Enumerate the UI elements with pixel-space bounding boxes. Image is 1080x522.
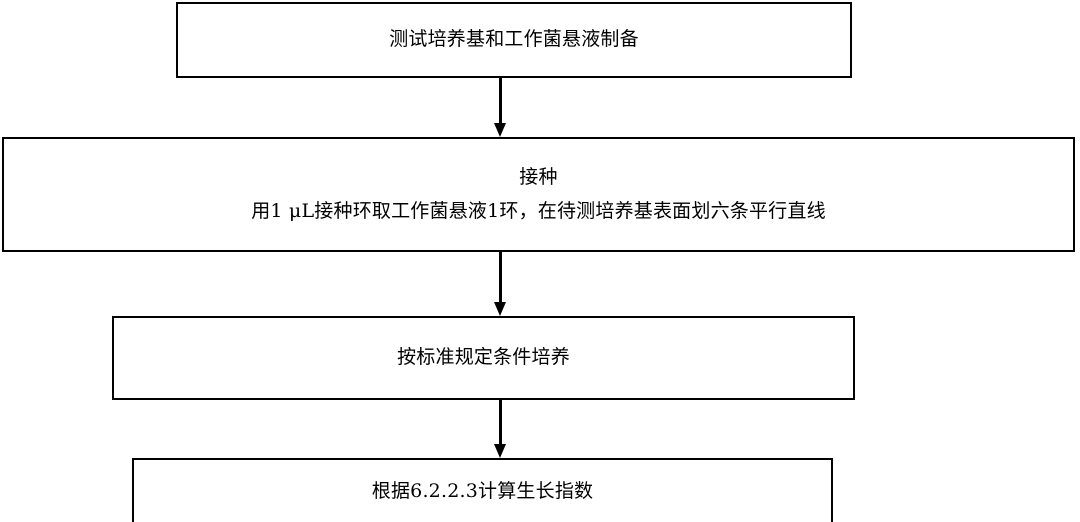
arrowhead-down-icon (494, 123, 506, 137)
flow-node-inoculate[interactable]: 接种 用1 μL接种环取工作菌悬液1环，在待测培养基表面划六条平行直线 (2, 137, 1075, 252)
flow-node-inoculate-title: 接种 (519, 165, 558, 188)
flow-node-calculate[interactable]: 根据6.2.2.3计算生长指数 (132, 458, 833, 522)
connector-shaft (498, 252, 502, 302)
flow-node-incubate[interactable]: 按标准规定条件培养 (112, 316, 855, 400)
flow-node-incubate-label: 按标准规定条件培养 (397, 346, 570, 369)
connector-shaft (498, 400, 502, 444)
flow-node-inoculate-detail: 用1 μL接种环取工作菌悬液1环，在待测培养基表面划六条平行直线 (251, 199, 826, 222)
flow-node-calculate-label: 根据6.2.2.3计算生长指数 (371, 480, 594, 503)
flow-node-prepare[interactable]: 测试培养基和工作菌悬液制备 (176, 2, 852, 78)
arrowhead-down-icon (494, 444, 506, 458)
connector-shaft (498, 78, 502, 123)
flow-node-prepare-label: 测试培养基和工作菌悬液制备 (389, 28, 639, 51)
arrowhead-down-icon (494, 302, 506, 316)
